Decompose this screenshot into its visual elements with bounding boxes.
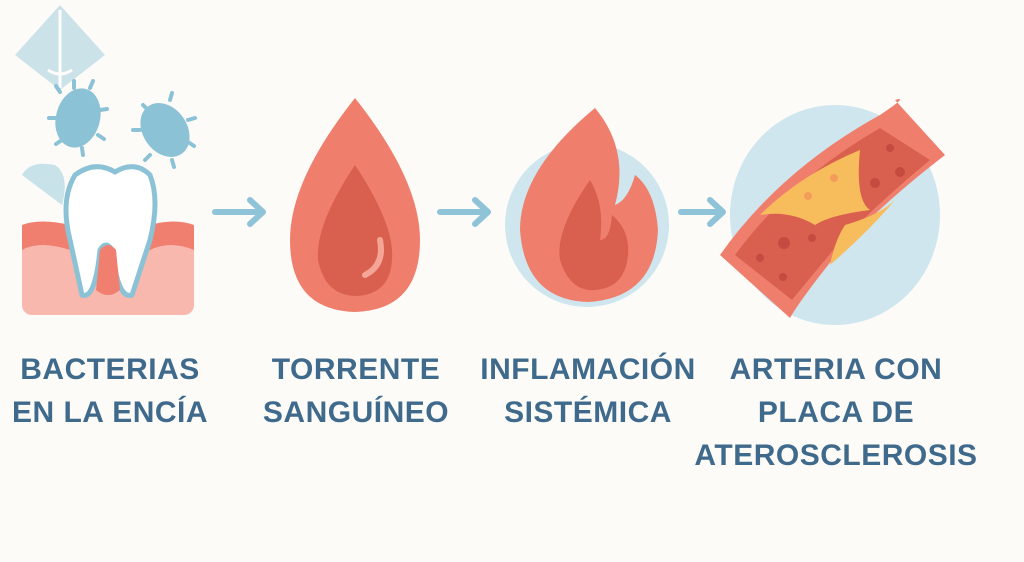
label-line: ATEROSCLEROSIS xyxy=(694,439,978,472)
step-label-inflammation: INFLAMACIÓN SISTÉMICA xyxy=(480,348,695,434)
blood-drop-icon xyxy=(290,98,420,312)
tooth-gum-icon xyxy=(22,163,194,315)
illustration-canvas xyxy=(15,5,945,325)
label-line: SANGUÍNEO xyxy=(262,396,450,429)
logo-watermark-icon xyxy=(15,5,105,90)
label-line: INFLAMACIÓN xyxy=(480,353,696,386)
label-line: ARTERIA CON xyxy=(729,353,943,386)
flame-icon xyxy=(505,108,669,307)
arrow-icon xyxy=(212,197,726,227)
step-label-bacteria: BACTERIAS EN LA ENCÍA xyxy=(12,348,208,434)
label-line: TORRENTE xyxy=(271,353,441,386)
label-line: PLACA DE xyxy=(757,396,915,429)
label-line: BACTERIAS xyxy=(20,353,200,386)
step-label-artery: ARTERIA CON PLACA DE ATEROSCLEROSIS xyxy=(694,348,977,477)
bacteria-icon xyxy=(47,79,197,169)
artery-plaque-icon xyxy=(720,99,945,325)
step-label-bloodstream: TORRENTE SANGUÍNEO xyxy=(263,348,449,434)
label-line: SISTÉMICA xyxy=(504,396,672,429)
label-line: EN LA ENCÍA xyxy=(11,396,209,429)
